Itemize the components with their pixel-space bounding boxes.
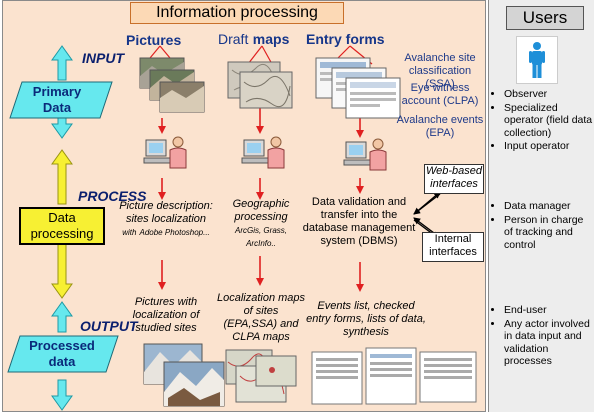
form-ssa: Avalanche site classification (SSA) [404, 52, 476, 90]
user-role: Observer [504, 88, 593, 101]
primary-data-shape [9, 81, 113, 119]
draft-word: Draft [218, 31, 249, 47]
user-role: Input operator [504, 140, 593, 153]
users-title: Users [506, 6, 584, 30]
output-events-text: Events list, checked entry forms, lists … [306, 300, 426, 338]
user-role: Specialized operator (field data collect… [504, 102, 593, 140]
process-label: PROCESS [78, 188, 147, 204]
primary-data-label: Primary Data [32, 84, 82, 115]
user-role: End-user [504, 304, 593, 317]
picture-description-main: Picture description: sites localization [119, 200, 213, 225]
output-maps [225, 349, 297, 403]
picture-description-tool: Adobe Photoshop... [139, 228, 210, 237]
input-label: INPUT [82, 50, 124, 66]
internal-interfaces-box: Internal interfaces [422, 232, 484, 262]
geographic-processing-text: Geographic processing ArcGis, Grass, Arc… [222, 198, 300, 250]
user-role: Person in charge of tracking and control [504, 214, 593, 252]
users-group-output: End-user Any actor involved in data inpu… [494, 304, 593, 369]
input-photos [139, 57, 205, 113]
user-role: Any actor involved in data input and val… [504, 318, 593, 368]
users-group-process: Data manager Person in charge of trackin… [494, 200, 593, 252]
user-icon-card [516, 36, 558, 84]
flow-arrows [158, 108, 364, 292]
maps-word: maps [252, 31, 290, 47]
output-label: OUTPUT [80, 318, 138, 334]
entry-forms-header: Entry forms [306, 31, 385, 47]
person-icon [529, 42, 545, 78]
output-maps-text: Localization maps of sites (EPA,SSA) and… [216, 292, 306, 343]
computer-user-icon [143, 136, 187, 169]
processed-data-label: Processed data [29, 338, 95, 369]
computer-user-icon [241, 136, 285, 169]
dbms-text: Data validation and transfer into the da… [302, 196, 416, 247]
form-clpa: Eye witness account (CLPA) [401, 82, 479, 107]
geographic-processing-main: Geographic processing [232, 198, 290, 223]
output-pictures-text: Pictures with localization of studied si… [132, 296, 200, 334]
output-documents [311, 347, 477, 405]
yellow-arrow [51, 149, 73, 299]
computer-user-icon [343, 138, 387, 171]
processed-data-shape [7, 335, 119, 373]
picture-description-with: with [122, 228, 137, 237]
users-group-input: Observer Specialized operator (field dat… [494, 88, 593, 154]
cyan-arrow-bottom [51, 301, 73, 411]
entry-form-thumbnails [315, 57, 401, 119]
web-interfaces-box: Web-based interfaces [424, 164, 484, 194]
form-epa: Avalanche events (EPA) [396, 114, 484, 139]
data-processing-box [19, 207, 105, 245]
information-processing-title: Information processing [130, 2, 344, 24]
pictures-header: Pictures [126, 32, 182, 48]
picture-description-text: Picture description: sites localization … [118, 200, 214, 239]
user-role: Data manager [504, 200, 593, 213]
draft-maps-header: Draft maps [218, 31, 289, 49]
geographic-processing-tools: ArcGis, Grass, ArcInfo.. [234, 226, 287, 248]
output-photos [143, 343, 225, 407]
data-processing-label: Data processing [30, 210, 94, 241]
draft-maps [227, 61, 293, 109]
